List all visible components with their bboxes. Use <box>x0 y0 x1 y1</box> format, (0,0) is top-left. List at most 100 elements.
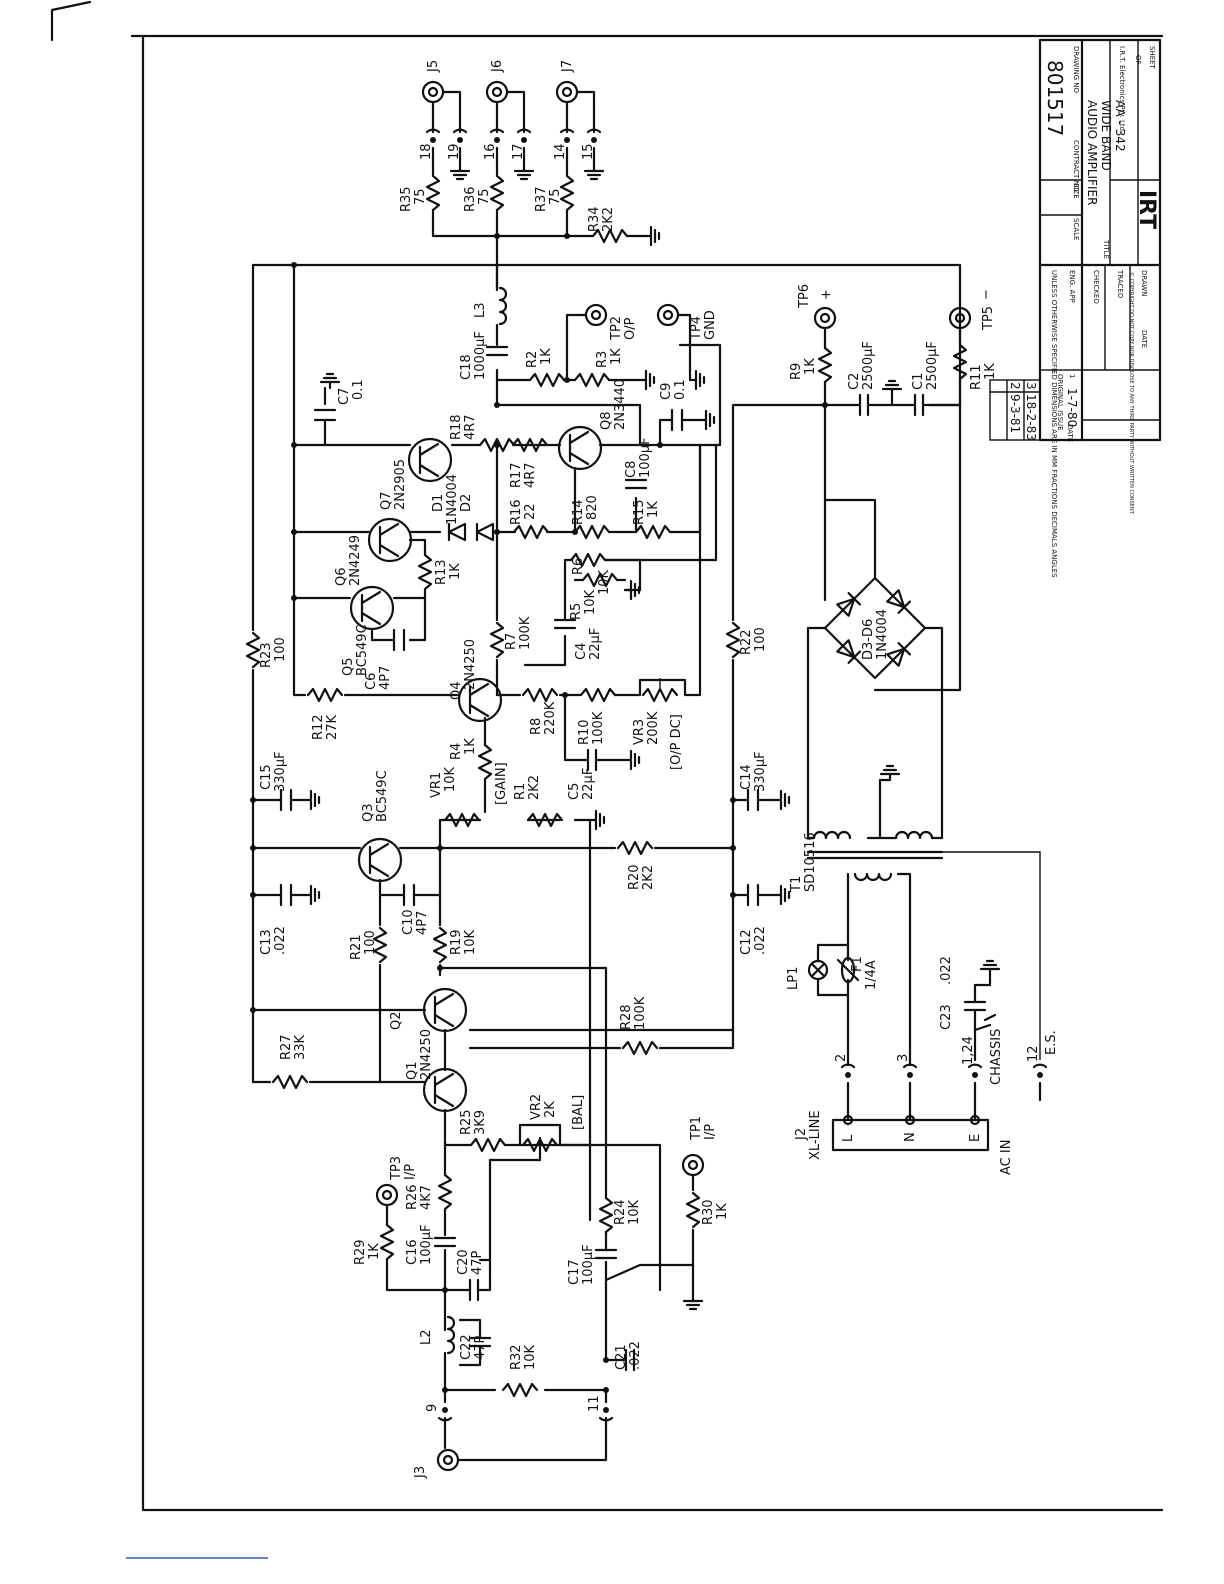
svg-text:R27: R27 <box>279 1034 294 1060</box>
svg-text:.022: .022 <box>273 926 288 955</box>
svg-text:R8: R8 <box>529 718 544 735</box>
svg-text:1/4A: 1/4A <box>864 960 879 990</box>
svg-text:200K: 200K <box>646 711 661 745</box>
power-supply: TP6 + R9 1K C2 2500µF C1 2500µF TP5 − R1… <box>786 284 1059 1175</box>
svg-text:1K: 1K <box>367 1243 382 1260</box>
svg-text:D3-D6: D3-D6 <box>861 619 876 660</box>
svg-text:R25: R25 <box>459 1109 474 1135</box>
svg-text:R20: R20 <box>627 864 642 890</box>
svg-text:3: 3 <box>1024 382 1038 390</box>
svg-text:R3: R3 <box>595 351 610 368</box>
revision-table: 3 18-2-83 2 9-3-81 <box>989 379 1041 441</box>
drawing-title-2: WIDE BAND <box>1099 100 1113 171</box>
j5-label: J5 <box>426 60 441 73</box>
svg-text:4R7: 4R7 <box>463 414 478 440</box>
svg-text:C6: C6 <box>364 673 379 690</box>
svg-text:R29: R29 <box>353 1239 368 1265</box>
svg-text:SCALE: SCALE <box>1072 218 1080 240</box>
drawing-title-1: AA - 342 <box>1113 100 1127 152</box>
svg-text:47P: 47P <box>470 1250 485 1275</box>
svg-text:100: 100 <box>753 627 768 652</box>
svg-text:10K: 10K <box>443 766 458 792</box>
svg-text:GND: GND <box>703 310 718 340</box>
svg-text:2500µF: 2500µF <box>925 341 940 390</box>
svg-text:10K: 10K <box>627 1199 642 1225</box>
svg-text:R34: R34 <box>587 206 602 232</box>
svg-text:C10: C10 <box>401 909 416 935</box>
svg-text:2500µF: 2500µF <box>861 341 876 390</box>
svg-text:R23: R23 <box>259 642 274 668</box>
svg-text:Q7: Q7 <box>379 491 394 510</box>
svg-text:330µF: 330µF <box>273 751 288 792</box>
svg-text:R26: R26 <box>405 1184 420 1210</box>
svg-text:1: 1 <box>1068 374 1076 378</box>
svg-text:.022: .022 <box>753 926 768 955</box>
svg-text:2N4250: 2N4250 <box>463 639 478 690</box>
svg-text:VR3: VR3 <box>632 719 647 745</box>
svg-text:75: 75 <box>548 188 563 205</box>
svg-text:I/P: I/P <box>703 1124 718 1140</box>
svg-text:2K: 2K <box>543 1101 558 1118</box>
svg-text:J3: J3 <box>413 1466 428 1479</box>
svg-text:820: 820 <box>585 495 600 520</box>
svg-text:11: 11 <box>587 1395 602 1412</box>
svg-text:CHASSIS: CHASSIS <box>989 1029 1004 1085</box>
svg-text:E.S.: E.S. <box>1044 1030 1059 1055</box>
output-stage: C18 1000µF L3 TP2 O/P TP4 GND R2 1K R3 1… <box>251 262 962 805</box>
svg-text:R28: R28 <box>619 1004 634 1030</box>
svg-text:1K: 1K <box>609 348 624 365</box>
svg-text:C5: C5 <box>567 783 582 800</box>
svg-text:TP3: TP3 <box>389 1156 404 1181</box>
svg-text:75: 75 <box>477 188 492 205</box>
svg-text:100K: 100K <box>633 996 648 1030</box>
svg-text:4K7: 4K7 <box>419 1185 434 1210</box>
svg-text:C13: C13 <box>259 929 274 955</box>
svg-text:−: − <box>979 289 994 300</box>
svg-text:10K: 10K <box>463 929 478 955</box>
svg-text:100µF: 100µF <box>581 1244 596 1285</box>
svg-text:DATE: DATE <box>1066 424 1074 442</box>
svg-text:15: 15 <box>581 143 596 160</box>
svg-text:I.R.T. Electronics Pty. Ltd.: I.R.T. Electronics Pty. Ltd. <box>1118 46 1126 133</box>
j6-label: J6 <box>490 60 505 73</box>
svg-text:Q8: Q8 <box>599 411 614 430</box>
svg-text:R32: R32 <box>509 1344 524 1370</box>
svg-text:0.1: 0.1 <box>673 379 688 400</box>
svg-text:AC IN: AC IN <box>999 1140 1014 1175</box>
svg-text:2K2: 2K2 <box>527 775 542 800</box>
svg-text:2N4249: 2N4249 <box>348 535 363 586</box>
input-stage: Q3 BC549C VR1 10K R1 2K2 R20 2K2 R21 100… <box>250 766 735 1479</box>
svg-text:C22: C22 <box>459 1334 474 1360</box>
svg-text:O/P: O/P <box>623 317 638 340</box>
svg-text:[GAIN]: [GAIN] <box>494 762 509 805</box>
svg-text:1000µF: 1000µF <box>473 331 488 380</box>
svg-text:C2: C2 <box>847 373 862 390</box>
drawing-number: 801517 <box>1043 60 1067 136</box>
svg-text:I/P: I/P <box>403 1164 418 1180</box>
svg-text:+: + <box>819 289 834 300</box>
svg-text:R15: R15 <box>632 499 647 525</box>
svg-text:T1: T1 <box>789 876 804 893</box>
svg-text:Q6: Q6 <box>334 567 349 586</box>
svg-text:220K: 220K <box>543 701 558 735</box>
svg-text:2: 2 <box>1008 382 1022 390</box>
company-logo: IRT <box>1134 190 1159 229</box>
svg-text:100K: 100K <box>518 616 533 650</box>
svg-text:R19: R19 <box>449 929 464 955</box>
svg-text:1K: 1K <box>646 501 661 518</box>
svg-text:R22: R22 <box>739 629 754 655</box>
svg-text:C23: C23 <box>939 1004 954 1030</box>
svg-text:XL-LINE: XL-LINE <box>808 1110 823 1160</box>
svg-text:R14: R14 <box>571 499 586 525</box>
svg-text:17: 17 <box>511 143 526 160</box>
svg-text:10K: 10K <box>523 1344 538 1370</box>
svg-text:2N2905: 2N2905 <box>393 459 408 510</box>
svg-text:Q2: Q2 <box>389 1011 404 1030</box>
svg-text:C1: C1 <box>911 373 926 390</box>
ac-connector-block <box>831 1118 990 1152</box>
svg-text:ENG. APP: ENG. APP <box>1068 270 1076 303</box>
svg-text:R30: R30 <box>701 1199 716 1225</box>
svg-text:1,24: 1,24 <box>961 1036 976 1065</box>
svg-text:© COPYRIGHT DO NOT COPY NOR DI: © COPYRIGHT DO NOT COPY NOR DISCLOSE TO … <box>1128 272 1135 515</box>
